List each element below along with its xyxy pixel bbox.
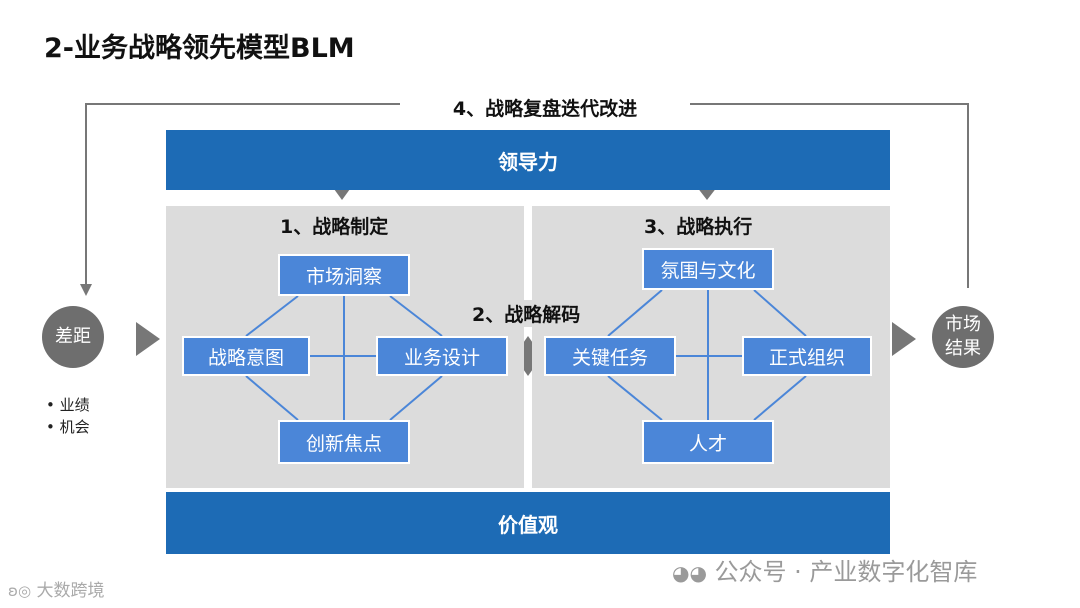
market-result-circle: 市场 结果 (932, 306, 994, 368)
result-arrow (892, 322, 916, 356)
values-bar: 价值观 (166, 492, 890, 554)
wechat-icon: ◕◕ (672, 561, 707, 585)
gap-arrow (136, 322, 160, 356)
gap-circle: 差距 (42, 306, 104, 368)
review-loop-label: 4、战略复盘迭代改进 (400, 94, 690, 121)
watermark-left: ʚ◎ 大数跨境 (8, 581, 105, 601)
strategic-intent-box: 战略意图 (182, 336, 310, 376)
weibo-icon: ʚ◎ (8, 582, 32, 600)
critical-tasks-box: 关键任务 (544, 336, 676, 376)
bullet-item: • 业绩 (46, 396, 90, 414)
loop-arrowhead (80, 284, 92, 296)
strategy-formulation-heading: 1、战略制定 (280, 216, 389, 238)
market-result-line2: 结果 (945, 338, 981, 359)
market-result-line1: 市场 (945, 314, 981, 335)
strategy-execution-heading: 3、战略执行 (644, 216, 753, 238)
gap-label: 差距 (55, 326, 91, 347)
leadership-bar: 领导力 (166, 130, 890, 190)
page-title: 2-业务战略领先模型BLM (44, 33, 355, 64)
climate-culture-box: 氛围与文化 (642, 248, 774, 290)
formal-organization-box: 正式组织 (742, 336, 872, 376)
watermark-right: ◕◕ 公众号 · 产业数字化智库 (672, 558, 978, 586)
market-insight-box: 市场洞察 (278, 254, 410, 296)
gap-bullets: • 业绩 • 机会 (46, 394, 90, 438)
bullet-item: • 机会 (46, 418, 90, 436)
strategy-decoding-label: 2、战略解码 (470, 300, 583, 327)
talent-box: 人才 (642, 420, 774, 464)
innovation-focus-box: 创新焦点 (278, 420, 410, 464)
business-design-box: 业务设计 (376, 336, 508, 376)
